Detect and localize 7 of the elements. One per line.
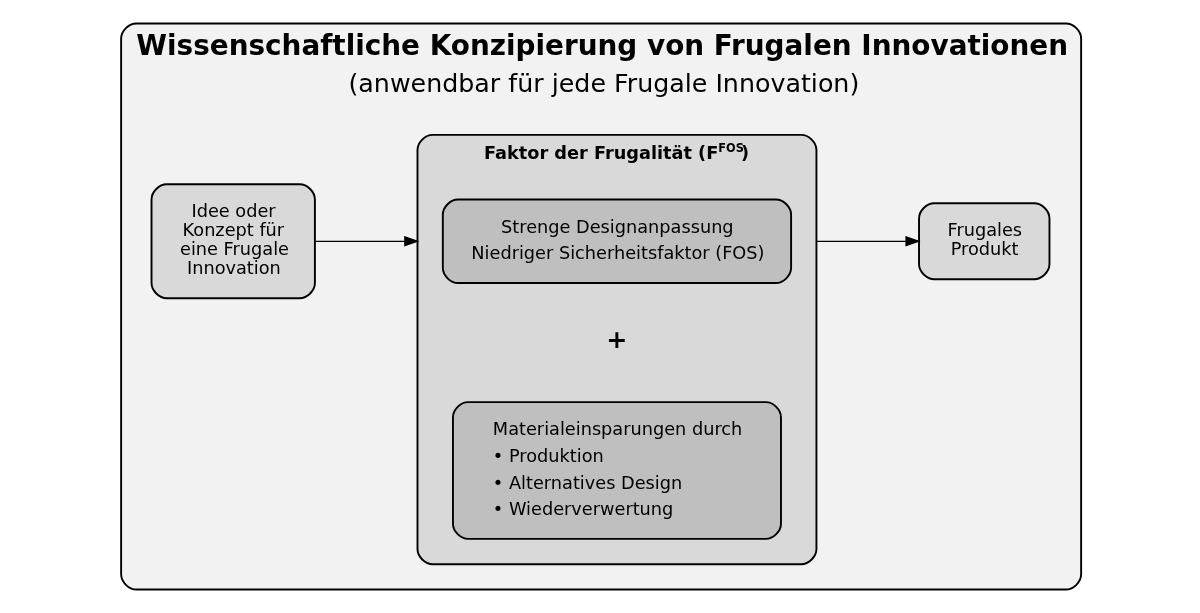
node-box: Frugales Produkt [917, 202, 1050, 281]
node-box: Idee oder Konzept für eine Frugale Innovation [150, 183, 316, 300]
node-box: Materialeinsparungen durch • Produktion • Alternatives Design • Wiederverwertung [451, 401, 782, 540]
label: + [605, 323, 627, 354]
arrow [815, 235, 921, 247]
node-box: Strenge Designanpassung Niedriger Sicherheitsfaktor (FOS) [441, 198, 792, 284]
arrow [314, 235, 419, 247]
